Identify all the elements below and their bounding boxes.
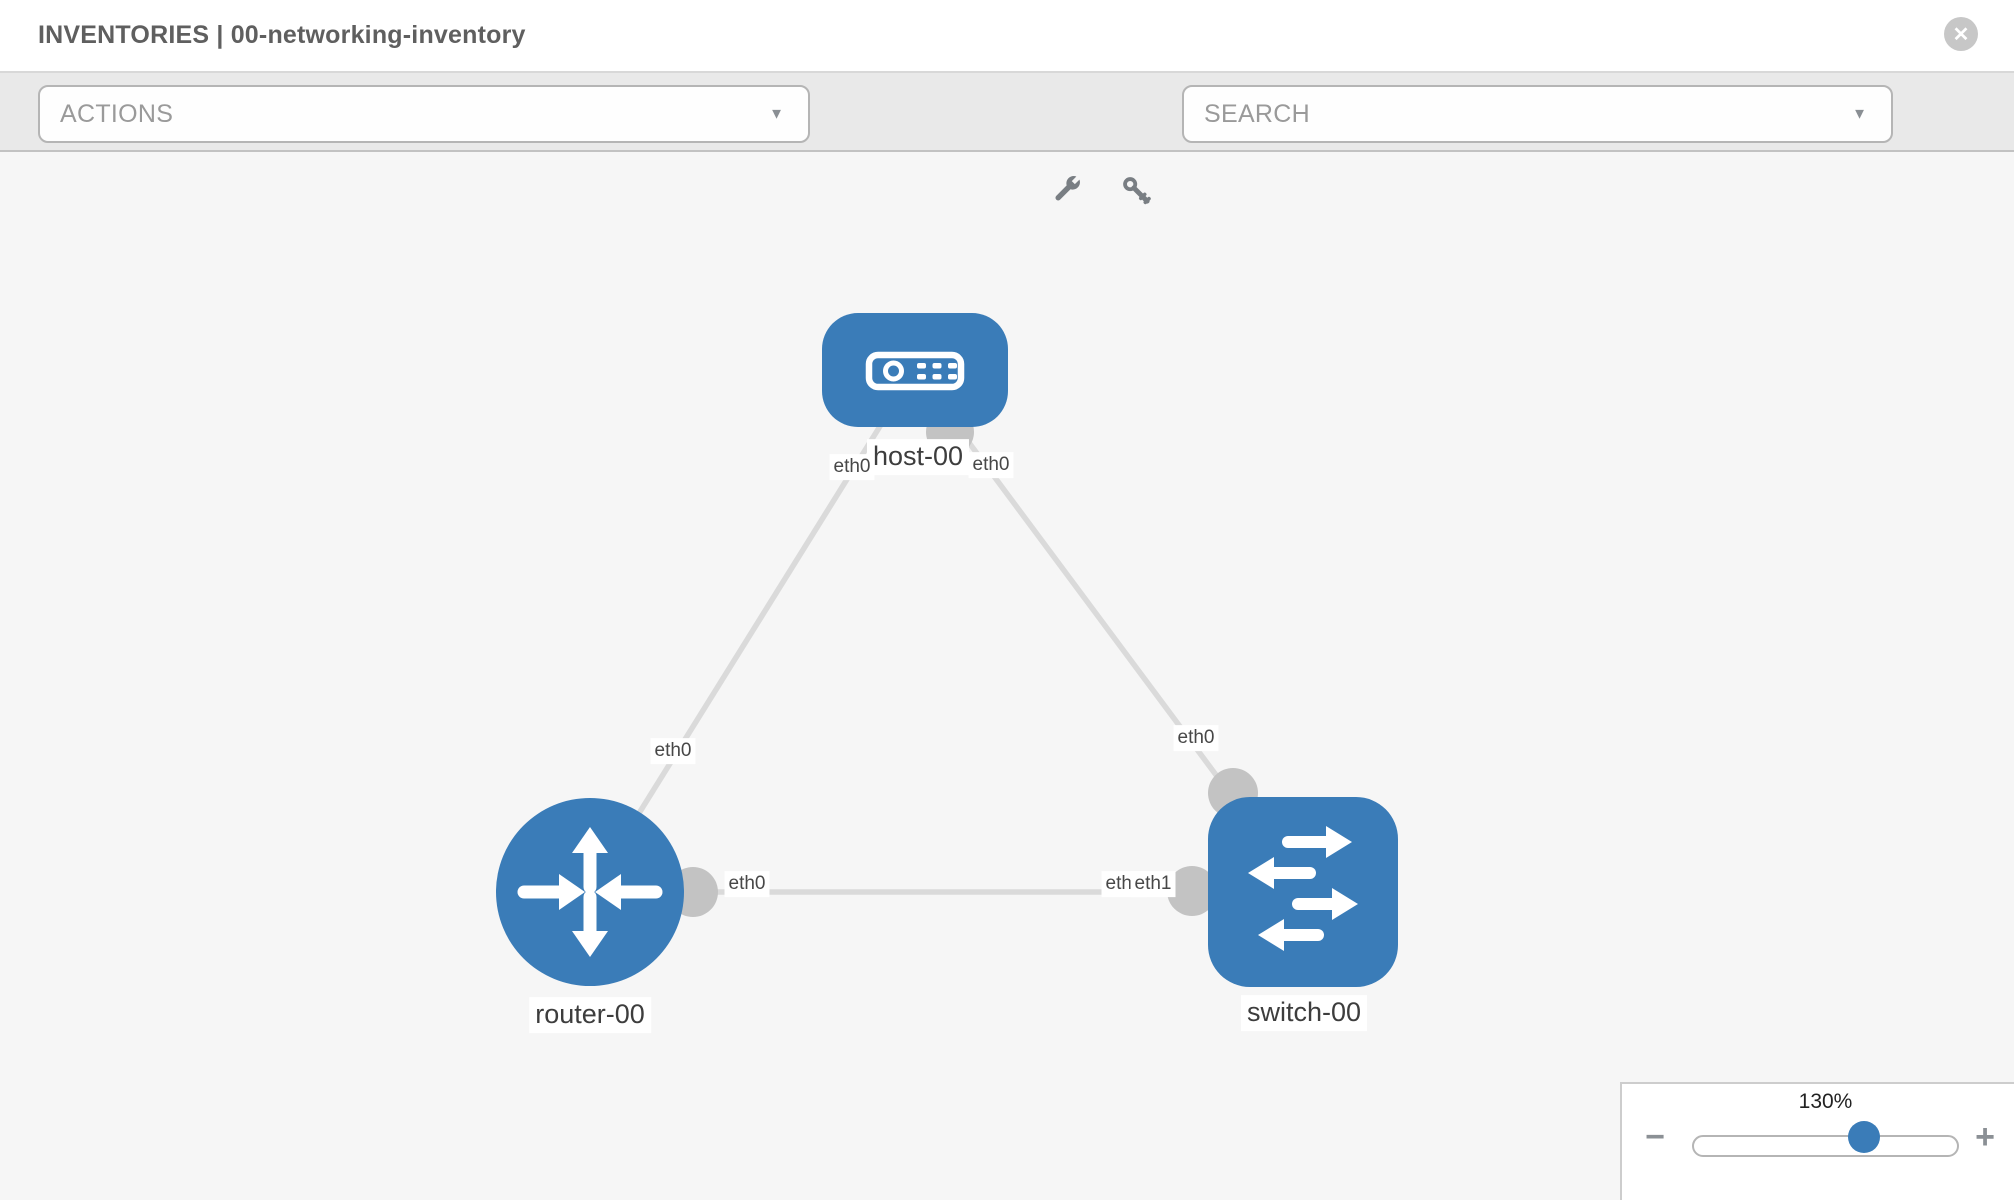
actions-dropdown-label: ACTIONS: [60, 99, 174, 128]
wrench-icon: [1050, 173, 1084, 212]
node-switch[interactable]: [1208, 797, 1398, 987]
interface-label-router-right: eth0: [724, 871, 770, 897]
interface-label-switch-left-over: eth1: [1130, 871, 1176, 897]
topology-canvas[interactable]: host-00 router-00 switch-00 eth0 eth0 et…: [0, 152, 2014, 1200]
zoom-in-button[interactable]: +: [1975, 1117, 1995, 1156]
interface-ports: [668, 408, 1258, 917]
zoom-slider-thumb[interactable]: [1848, 1121, 1880, 1153]
search-dropdown[interactable]: SEARCH ▼: [1182, 85, 1893, 143]
node-label-switch: switch-00: [1240, 995, 1368, 1031]
key-icon: [1119, 173, 1153, 212]
zoom-slider-track[interactable]: [1692, 1135, 1959, 1157]
server-icon: [865, 351, 965, 391]
interface-label-router-top: eth0: [650, 738, 696, 764]
port-switch-left: [1167, 866, 1217, 916]
close-button[interactable]: ✕: [1944, 17, 1978, 51]
zoom-control-panel: 130% − +: [1620, 1082, 2014, 1200]
node-label-host: host-00: [866, 439, 970, 475]
chevron-down-icon: ▼: [1852, 105, 1867, 123]
zoom-level-value: 130%: [1798, 1090, 1853, 1113]
router-icon: [517, 827, 663, 957]
node-router[interactable]: [496, 798, 684, 986]
interface-label-host-left: eth0: [829, 454, 875, 480]
node-label-router: router-00: [529, 997, 651, 1033]
page-title: INVENTORIES | 00-networking-inventory: [38, 21, 526, 49]
search-dropdown-label: SEARCH: [1204, 99, 1310, 128]
credentials-button[interactable]: [1115, 171, 1157, 213]
actions-dropdown[interactable]: ACTIONS ▼: [38, 85, 810, 143]
close-icon: ✕: [1952, 23, 1970, 46]
header-bar: INVENTORIES | 00-networking-inventory ✕: [0, 0, 2014, 73]
toolbar: ACTIONS ▼ SEARCH ▼: [0, 73, 2014, 204]
zoom-out-button[interactable]: −: [1645, 1117, 1665, 1156]
interface-label-host-right: eth0: [968, 452, 1014, 478]
tools-button[interactable]: [1046, 171, 1088, 213]
interface-label-switch-top: eth0: [1173, 725, 1219, 751]
node-host[interactable]: [822, 313, 1008, 427]
switch-icon: [1248, 826, 1358, 951]
chevron-down-icon: ▼: [769, 105, 784, 123]
